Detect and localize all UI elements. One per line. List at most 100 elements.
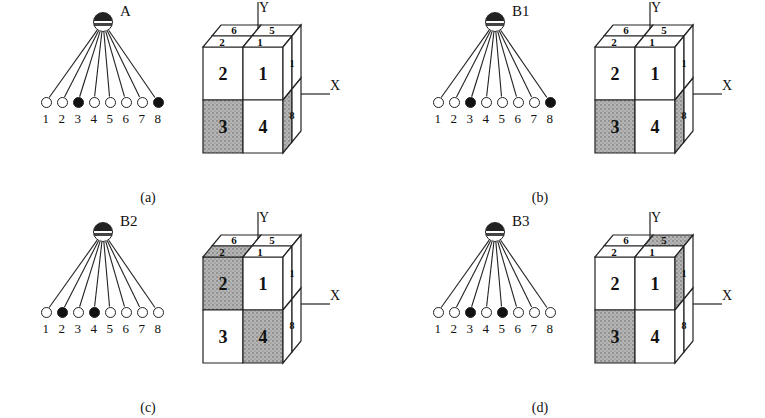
cube-number: 2 (219, 37, 225, 48)
child-node-circle: 2 (449, 97, 460, 108)
cube-number: 2 (611, 37, 617, 48)
cube-right-cell (675, 299, 684, 363)
node-number: 8 (154, 112, 161, 125)
cube-number: 6 (231, 235, 237, 246)
fan-line (109, 30, 155, 97)
cube-number: 2 (219, 65, 228, 83)
fan-line (109, 240, 155, 307)
cube-front-cell (203, 310, 243, 363)
fan-line (499, 31, 531, 97)
cube-right-cell (292, 78, 301, 142)
fan-line (65, 241, 99, 307)
cube-number: 1 (682, 59, 687, 69)
cube-front-cell (595, 257, 635, 310)
fan-line (501, 30, 547, 97)
cube-number: 1 (259, 65, 268, 83)
cube-number: 3 (611, 328, 620, 346)
cube-right-cell (675, 89, 684, 153)
child-node-circle: 3 (465, 97, 476, 108)
child-node-circle: 5 (497, 97, 508, 108)
node-number: 4 (482, 322, 489, 335)
node-number: 7 (138, 112, 145, 125)
fan-line (498, 32, 517, 97)
cube-right-cell (684, 78, 693, 142)
cube-front-cell (243, 257, 283, 310)
child-node-circle: 8 (153, 97, 164, 108)
fan-line (457, 31, 491, 97)
cube-number: 5 (661, 235, 667, 246)
axis-label: X (330, 79, 340, 93)
parent-node-circle: B1 (485, 12, 505, 32)
node-number: 5 (106, 112, 113, 125)
node-number: 2 (450, 322, 457, 335)
cube-front-cell (203, 100, 243, 153)
node-letter: B2 (120, 215, 138, 228)
cube-front-cell (595, 310, 635, 363)
fan-line (106, 242, 125, 307)
child-node-circle: 8 (545, 97, 556, 108)
child-node-circle: 4 (89, 97, 100, 108)
child-node-circle: 4 (89, 307, 100, 318)
panel-caption: (c) (140, 401, 156, 415)
node-number: 3 (74, 112, 81, 125)
node-number: 7 (138, 322, 145, 335)
fan-line (501, 240, 547, 307)
node-number: 5 (498, 322, 505, 335)
cube-right-cell (283, 89, 292, 153)
cube-number: 2 (611, 275, 620, 293)
cube-number: 1 (682, 269, 687, 279)
child-node-circle: 2 (57, 307, 68, 318)
parent-node-circle: A (93, 12, 113, 32)
fan-line (106, 32, 125, 97)
child-node-circle: 8 (153, 307, 164, 318)
axis-label: X (722, 289, 732, 303)
child-node-circle: 7 (529, 307, 540, 318)
node-number: 8 (546, 322, 553, 335)
axis-label: Y (651, 211, 661, 225)
cube-number: 2 (219, 247, 225, 258)
node-number: 3 (74, 322, 81, 335)
child-node-circle: 4 (481, 97, 492, 108)
fan-line (95, 242, 102, 307)
node-number: 2 (450, 112, 457, 125)
fan-line (457, 241, 491, 307)
axis-label: Y (259, 1, 269, 15)
fan-line (107, 241, 139, 307)
cube-number: 1 (651, 275, 660, 293)
child-node-circle: 2 (57, 97, 68, 108)
axis-label: Y (651, 1, 661, 15)
cube-number: 5 (269, 25, 275, 36)
cube-number: 2 (611, 247, 617, 258)
axis-label: Y (259, 211, 269, 225)
parent-node-circle: B2 (93, 222, 113, 242)
cube-number: 5 (661, 25, 667, 36)
fan-line (472, 32, 492, 97)
axis-label: X (722, 79, 732, 93)
child-node-circle: 5 (497, 307, 508, 318)
cube-right-cell (283, 299, 292, 363)
node-number: 8 (154, 322, 161, 335)
child-node-circle: 4 (481, 307, 492, 318)
cube-number: 6 (623, 25, 629, 36)
child-node-circle: 3 (73, 307, 84, 318)
child-node-circle: 1 (433, 307, 444, 318)
fan-line (95, 32, 102, 97)
node-number: 6 (514, 112, 521, 125)
cube-number: 3 (219, 328, 228, 346)
node-number: 6 (122, 322, 129, 335)
cube-number: 1 (257, 37, 263, 48)
panel-caption: (b) (532, 191, 548, 205)
cube-number: 8 (290, 111, 295, 121)
cube-number: 8 (290, 321, 295, 331)
node-letter: B3 (512, 215, 530, 228)
node-letter: B1 (512, 5, 530, 18)
node-number: 6 (514, 322, 521, 335)
node-number: 1 (42, 112, 49, 125)
child-node-circle: 7 (137, 307, 148, 318)
child-node-circle: 1 (433, 97, 444, 108)
cube-number: 1 (290, 59, 295, 69)
cube-front-cell (243, 100, 283, 153)
node-number: 3 (466, 112, 473, 125)
child-node-circle: 6 (121, 307, 132, 318)
